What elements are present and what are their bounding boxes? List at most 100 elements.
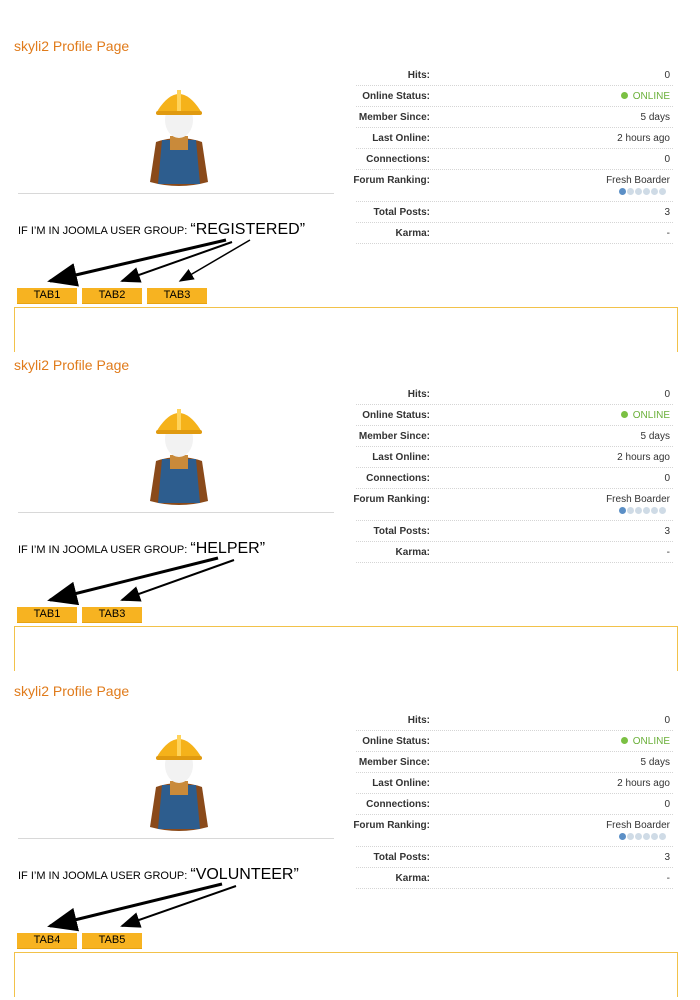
stat-row-karma: Karma: - (356, 868, 673, 889)
ranking-dot (619, 833, 626, 840)
group-prefix: IF I’M IN JOOMLA USER GROUP: (18, 870, 188, 882)
stat-label: Forum Ranking: (353, 494, 430, 505)
stat-row-online: Online Status: ONLINE (356, 86, 673, 107)
stat-label: Karma: (395, 547, 430, 558)
ranking-dot (643, 833, 650, 840)
stat-row-hits: Hits: 0 (356, 384, 673, 405)
stat-row-member-since: Member Since: 5 days (356, 752, 673, 773)
tab-content-panel (14, 626, 678, 671)
construction-worker-avatar-icon (150, 90, 208, 186)
tab-1[interactable]: TAB1 (17, 607, 77, 623)
stat-row-hits: Hits: 0 (356, 65, 673, 86)
stat-row-last-online: Last Online: 2 hours ago (356, 447, 673, 468)
user-group-annotation: IF I’M IN JOOMLA USER GROUP: “REGISTERED… (18, 221, 305, 239)
group-name: “HELPER” (190, 540, 266, 557)
tab-2[interactable]: TAB2 (82, 288, 142, 304)
stat-label: Member Since: (358, 112, 430, 123)
stat-label: Member Since: (358, 431, 430, 442)
stat-value: 3 (664, 526, 670, 537)
page-title: skyli2 Profile Page (14, 38, 130, 54)
tab-4[interactable]: TAB4 (17, 933, 77, 949)
stat-label: Forum Ranking: (353, 820, 430, 831)
ranking-dot (635, 507, 642, 514)
ranking-dot (635, 188, 642, 195)
tab-3[interactable]: TAB3 (82, 607, 142, 623)
ranking-dot (651, 507, 658, 514)
profile-section-volunteer: skyli2 Profile Page Hits: 0 Online Statu… (0, 645, 700, 997)
online-status-icon (620, 411, 628, 418)
stat-value: - (666, 547, 670, 558)
stat-label: Connections: (366, 154, 430, 165)
profile-section-helper: skyli2 Profile Page Hits: 0 Online Statu… (0, 319, 700, 671)
profile-stats-table: Hits: 0 Online Status: ONLINE Member Sin… (353, 384, 673, 563)
group-name: “VOLUNTEER” (190, 866, 299, 883)
stat-row-karma: Karma: - (356, 542, 673, 563)
group-prefix: IF I’M IN JOOMLA USER GROUP: (18, 225, 188, 237)
stat-value: 5 days (640, 431, 670, 442)
stat-label: Total Posts: (373, 852, 430, 863)
ranking-dot (635, 833, 642, 840)
stat-value: 5 days (640, 757, 670, 768)
stat-row-connections: Connections: 0 (356, 794, 673, 815)
stat-label: Online Status: (362, 91, 430, 102)
stat-value: 0 (664, 715, 670, 726)
stat-value: ONLINE (620, 91, 670, 102)
ranking-dot (659, 833, 666, 840)
ranking-dot (619, 507, 626, 514)
avatar-divider (18, 193, 334, 194)
stat-label: Connections: (366, 799, 430, 810)
ranking-dot (627, 833, 634, 840)
tab-3[interactable]: TAB3 (147, 288, 207, 304)
stat-label: Member Since: (358, 757, 430, 768)
stat-value: 2 hours ago (617, 778, 670, 789)
stat-row-total-posts: Total Posts: 3 (356, 202, 673, 223)
stat-label: Karma: (395, 873, 430, 884)
ranking-dot (651, 188, 658, 195)
online-status-text: ONLINE (632, 91, 670, 102)
stat-value: 0 (664, 799, 670, 810)
stat-row-forum-ranking: Forum Ranking: Fresh Boarder (353, 489, 673, 521)
ranking-dot (659, 507, 666, 514)
stat-row-member-since: Member Since: 5 days (356, 107, 673, 128)
user-group-annotation: IF I’M IN JOOMLA USER GROUP: “VOLUNTEER” (18, 866, 299, 884)
stat-row-total-posts: Total Posts: 3 (356, 847, 673, 868)
online-status-icon (620, 92, 628, 99)
ranking-dot (659, 188, 666, 195)
ranking-dots-icon (618, 187, 670, 197)
stat-value: 0 (664, 70, 670, 81)
stat-row-online: Online Status: ONLINE (356, 405, 673, 426)
page-title: skyli2 Profile Page (14, 357, 130, 373)
stat-row-last-online: Last Online: 2 hours ago (356, 773, 673, 794)
stat-value: 3 (664, 207, 670, 218)
stat-label: Last Online: (372, 133, 430, 144)
ranking-dot (651, 833, 658, 840)
online-status-icon (620, 737, 628, 744)
page-title: skyli2 Profile Page (14, 683, 130, 699)
stat-value: 0 (664, 154, 670, 165)
group-prefix: IF I’M IN JOOMLA USER GROUP: (18, 544, 188, 556)
ranking-dot (627, 188, 634, 195)
stat-label: Hits: (407, 715, 430, 726)
stat-label: Online Status: (362, 410, 430, 421)
stat-value: 2 hours ago (617, 452, 670, 463)
stat-value: ONLINE (620, 410, 670, 421)
stat-label: Total Posts: (373, 207, 430, 218)
stat-row-hits: Hits: 0 (356, 710, 673, 731)
stat-label: Hits: (407, 389, 430, 400)
stat-row-connections: Connections: 0 (356, 468, 673, 489)
stat-label: Karma: (395, 228, 430, 239)
tab-5[interactable]: TAB5 (82, 933, 142, 949)
ranking-dot (643, 507, 650, 514)
stat-value: 5 days (640, 112, 670, 123)
stat-value: 0 (664, 473, 670, 484)
stat-value: - (666, 873, 670, 884)
user-group-annotation: IF I’M IN JOOMLA USER GROUP: “HELPER” (18, 540, 265, 558)
ranking-dot (627, 507, 634, 514)
stat-label: Last Online: (372, 778, 430, 789)
stat-value: Fresh Boarder (606, 175, 670, 186)
stat-label: Connections: (366, 473, 430, 484)
profile-section-registered: skyli2 Profile Page Hits: 0 Online Statu… (0, 0, 700, 352)
ranking-dot (643, 188, 650, 195)
tab-1[interactable]: TAB1 (17, 288, 77, 304)
ranking-dots-icon (618, 832, 670, 842)
